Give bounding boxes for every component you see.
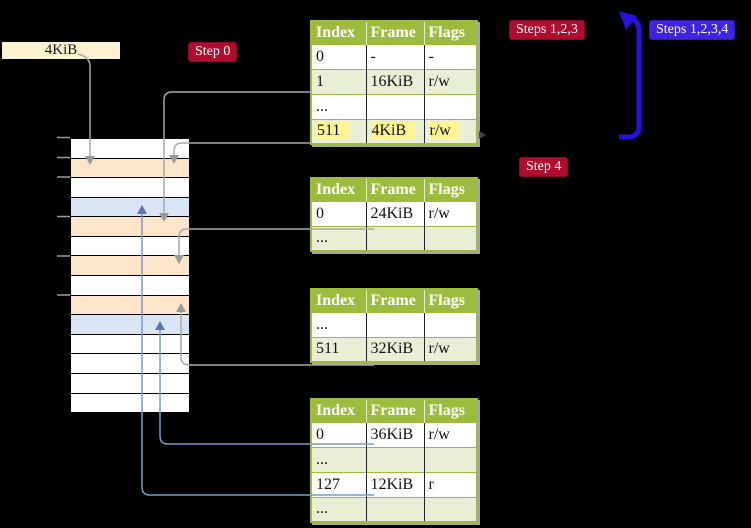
table-header-cell: Frame (365, 21, 424, 44)
table-header-cell: Index (311, 21, 366, 44)
table-row: ... (311, 447, 477, 472)
memory-row-12 (71, 373, 189, 394)
table-cell (365, 447, 424, 472)
table-header-cell: Flags (423, 21, 477, 44)
table-cell: r (423, 472, 477, 497)
table-row: ... (311, 94, 477, 119)
table-cell (423, 447, 477, 472)
memory-row-13 (71, 393, 189, 413)
table-header-cell: Flags (423, 289, 477, 312)
table-row: 0 -- (311, 44, 477, 69)
memory-row-9 (71, 315, 189, 335)
table-cell (365, 94, 424, 119)
table-header-cell: Frame (365, 399, 424, 422)
table-cell: 0 (316, 425, 324, 443)
table-cell: ... (311, 226, 366, 251)
table-cell (365, 226, 424, 251)
memory-row-5 (71, 236, 189, 257)
table-cell: ... (316, 97, 328, 115)
table-cell: ... (316, 315, 328, 333)
table-cell: 36KiB (365, 422, 424, 447)
table-cell: 1 (311, 69, 366, 94)
table-cell: - (365, 44, 424, 69)
memory-row-7 (71, 276, 189, 296)
table-cell: r/w (423, 119, 477, 144)
arrow-steps-loop-head (619, 11, 637, 30)
memory-row-1 (71, 158, 189, 179)
memory-row-2 (71, 178, 189, 198)
table-row: ... (311, 226, 477, 251)
table-cell (423, 497, 477, 522)
memory-row-8 (71, 295, 189, 316)
step-chip-step-4: Step 4 (519, 157, 569, 177)
table-cell: 0 (316, 204, 324, 222)
table-cell: 511 (311, 337, 366, 362)
table-cell: 511 (311, 119, 366, 144)
step-chip-steps-1-2-3: Steps 1,2,3 (509, 20, 585, 40)
table-header-cell: Index (311, 178, 366, 201)
memory-row-4 (71, 217, 189, 237)
table-cell: 32KiB (365, 337, 424, 362)
memory-row-11 (71, 354, 189, 374)
table-cell: r/w (423, 201, 477, 226)
memory-row-0 (71, 139, 189, 159)
table-cell: - (423, 44, 477, 69)
table-cell: 24KiB (365, 201, 424, 226)
table-cell: r/w (423, 69, 477, 94)
table-cell: 12KiB (365, 472, 424, 497)
physical-memory-strip (70, 138, 190, 413)
table-cell (423, 312, 477, 337)
highlighted-value: 511 (316, 122, 350, 141)
memory-row-6 (71, 256, 189, 277)
table-row: ... (311, 497, 477, 522)
table-cell (365, 312, 424, 337)
table-header-cell: Index (311, 399, 366, 422)
table-header-cell: Frame (365, 178, 424, 201)
arrow-l4-idx511-to-4kib (173, 142, 311, 156)
table-header-cell: Flags (423, 178, 477, 201)
table-cell: ... (311, 497, 366, 522)
table-cell: 0 (316, 47, 324, 65)
table-cell: 127 (316, 475, 340, 493)
table-cell: 16KiB (365, 69, 424, 94)
table-row: 511 4KiB r/w (311, 119, 477, 144)
highlighted-value: 4KiB (370, 122, 416, 141)
table-cell: 4KiB (365, 119, 424, 144)
table-row: ... (311, 312, 477, 337)
memory-row-3 (71, 197, 189, 218)
table-cell (423, 94, 477, 119)
table-cell: ... (311, 447, 366, 472)
table-cell (423, 226, 477, 251)
highlighted-value: r/w (428, 122, 460, 141)
table-cell: r/w (423, 422, 477, 447)
table-header-cell: Index (311, 289, 366, 312)
memory-row-10 (71, 334, 189, 355)
frame-size-label: 4KiB (2, 42, 120, 59)
table-header-cell: Frame (365, 289, 424, 312)
table-header-cell: Flags (423, 399, 477, 422)
arrow-steps-loop (619, 15, 642, 140)
step-chip-step-0: Step 0 (188, 42, 238, 62)
step-chip-steps-1-2-3-4: Steps 1,2,3,4 (649, 20, 736, 40)
table-cell (365, 497, 424, 522)
table-cell: r/w (423, 337, 477, 362)
table1-row511-side-mark (479, 131, 486, 139)
